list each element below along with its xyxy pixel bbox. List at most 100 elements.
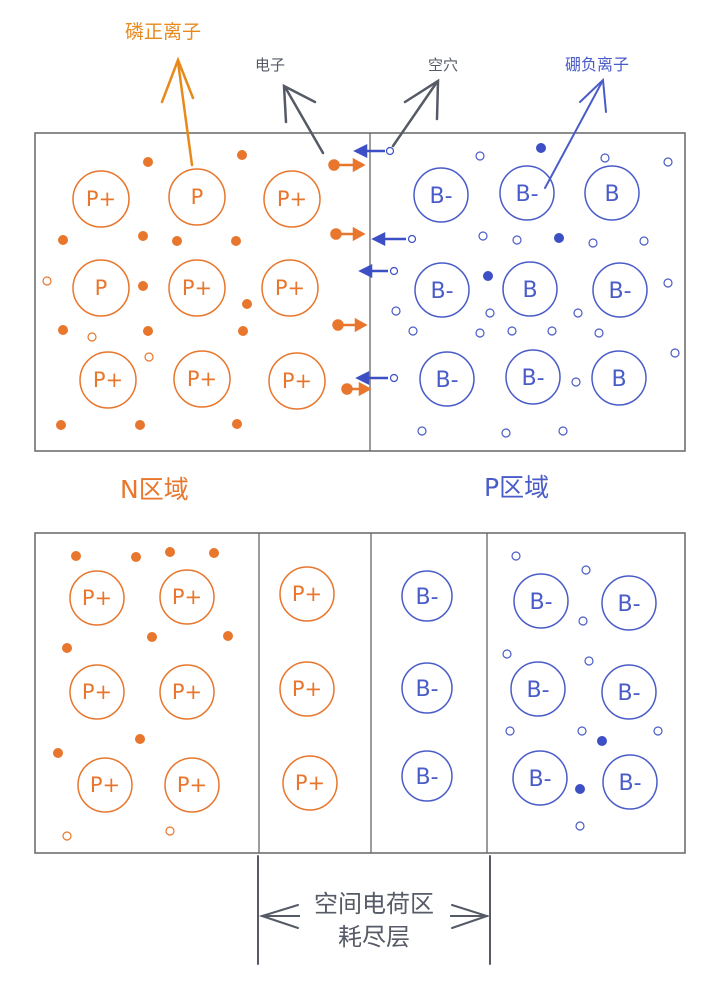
- phosphorus-ion: P+: [279, 661, 335, 717]
- electron-pointer-arrow: [282, 83, 325, 155]
- boron-ion: B-: [512, 750, 568, 806]
- hole-dot: [144, 352, 154, 362]
- svg-text:P+: P+: [172, 680, 202, 704]
- phosphorus-ion: P+: [72, 170, 130, 228]
- hole-dot: [165, 826, 175, 836]
- phosphorus-ion: P+: [164, 757, 220, 813]
- boron-ion: B-: [401, 570, 453, 622]
- p-region-label: P区域: [484, 473, 549, 502]
- hole-dot: [501, 428, 511, 438]
- depletion-p-ions: B- B- B-: [401, 570, 453, 802]
- boron-ion: B-: [601, 575, 657, 631]
- svg-text:B-: B-: [529, 590, 552, 615]
- boron-ion: B-: [510, 661, 566, 717]
- bottom-n-electrons: [53, 547, 233, 758]
- hole-dot: [417, 426, 427, 436]
- hole-diffusion-arrows: [353, 143, 417, 386]
- svg-text:B-: B-: [430, 279, 453, 304]
- hole-dot: [475, 328, 485, 338]
- electron-dot: [232, 419, 242, 429]
- electron-dot: [71, 551, 81, 561]
- top-p-ions: B- B- B B- B B- B- B- B: [413, 165, 648, 407]
- phosphorus-ion: P+: [261, 259, 319, 317]
- svg-text:B: B: [611, 367, 626, 392]
- boron-ion: B: [591, 350, 647, 406]
- svg-text:P+: P+: [292, 582, 322, 606]
- svg-text:P+: P+: [177, 773, 207, 797]
- hole-diffusion-arrow: [371, 231, 417, 247]
- svg-text:P+: P+: [277, 187, 307, 211]
- svg-text:B-: B-: [617, 681, 640, 706]
- phosphorus-ion: P+: [282, 755, 338, 811]
- hole-dot: [575, 821, 585, 831]
- phosphorus-ion: P: [72, 259, 130, 317]
- hole-dot: [505, 726, 515, 736]
- svg-text:B-: B-: [617, 592, 640, 617]
- svg-text:P: P: [191, 185, 204, 209]
- svg-text:P+: P+: [82, 680, 112, 704]
- svg-text:B-: B-: [435, 368, 458, 393]
- svg-text:P+: P+: [292, 677, 322, 701]
- electron-diffusion-arrow: [328, 157, 366, 173]
- electron-diffusion-arrow: [332, 317, 368, 333]
- top-p-holes: [391, 151, 680, 438]
- phosphorus-ion: P: [168, 168, 226, 226]
- svg-text:B-: B-: [415, 677, 438, 702]
- boron-ion: B: [502, 261, 558, 317]
- n-region-label: N区域: [120, 475, 189, 504]
- svg-text:B: B: [604, 182, 619, 207]
- boron-ion: B-: [505, 349, 561, 405]
- hole-dot: [577, 726, 587, 736]
- svg-text:B-: B-: [429, 184, 452, 209]
- svg-text:B-: B-: [415, 585, 438, 610]
- hole-dot: [478, 231, 488, 241]
- hole-dot: [584, 656, 594, 666]
- hole-dot: [485, 308, 495, 318]
- hole-pointer-arrow: [391, 78, 440, 148]
- electron-dot: [536, 143, 546, 153]
- hole-dot: [594, 328, 604, 338]
- hole-dot: [511, 551, 521, 561]
- hole-dot: [639, 236, 649, 246]
- boron-ion: B-: [592, 262, 648, 318]
- svg-text:P+: P+: [275, 276, 305, 300]
- hole-dot: [408, 326, 418, 336]
- svg-text:B-: B-: [528, 767, 551, 792]
- hole-dot: [588, 238, 598, 248]
- hole-dot: [670, 348, 680, 358]
- electron-dot: [597, 736, 607, 746]
- electron-dot: [172, 236, 182, 246]
- svg-text:P+: P+: [295, 771, 325, 795]
- phosphorus-ion: P+: [69, 664, 125, 720]
- boron-ion: B: [584, 165, 640, 221]
- svg-text:P+: P+: [82, 586, 112, 610]
- top-p-electrons: [483, 143, 564, 281]
- electron-dot: [138, 281, 148, 291]
- hole-dot: [42, 276, 52, 286]
- top-n-holes: [42, 276, 154, 362]
- svg-text:B-: B-: [515, 182, 538, 207]
- svg-text:P+: P+: [187, 367, 217, 391]
- boron-ion: B-: [601, 664, 657, 720]
- electron-dot: [575, 784, 585, 794]
- svg-text:P+: P+: [86, 187, 116, 211]
- hole-dot: [558, 426, 568, 436]
- hole-dot: [663, 157, 673, 167]
- depletion-label-backdrop: [300, 886, 450, 948]
- space-charge-region-label: 空间电荷区: [314, 890, 434, 918]
- svg-text:P+: P+: [172, 585, 202, 609]
- electron-dot: [147, 632, 157, 642]
- svg-text:P+: P+: [93, 368, 123, 392]
- electron-dot: [56, 420, 66, 430]
- hole-dot: [653, 726, 663, 736]
- hole-diffusion-arrow: [358, 263, 399, 279]
- bottom-n-holes: [62, 826, 175, 841]
- top-n-electrons: [56, 150, 252, 430]
- svg-text:B-: B-: [526, 678, 549, 703]
- svg-text:P+: P+: [282, 369, 312, 393]
- electron-label: 电子: [255, 56, 285, 74]
- electron-diffusion-arrow: [341, 381, 372, 397]
- phosphorus-ion: P+: [77, 757, 133, 813]
- boron-pointer-arrow: [544, 77, 607, 189]
- boron-ion: B-: [414, 262, 470, 318]
